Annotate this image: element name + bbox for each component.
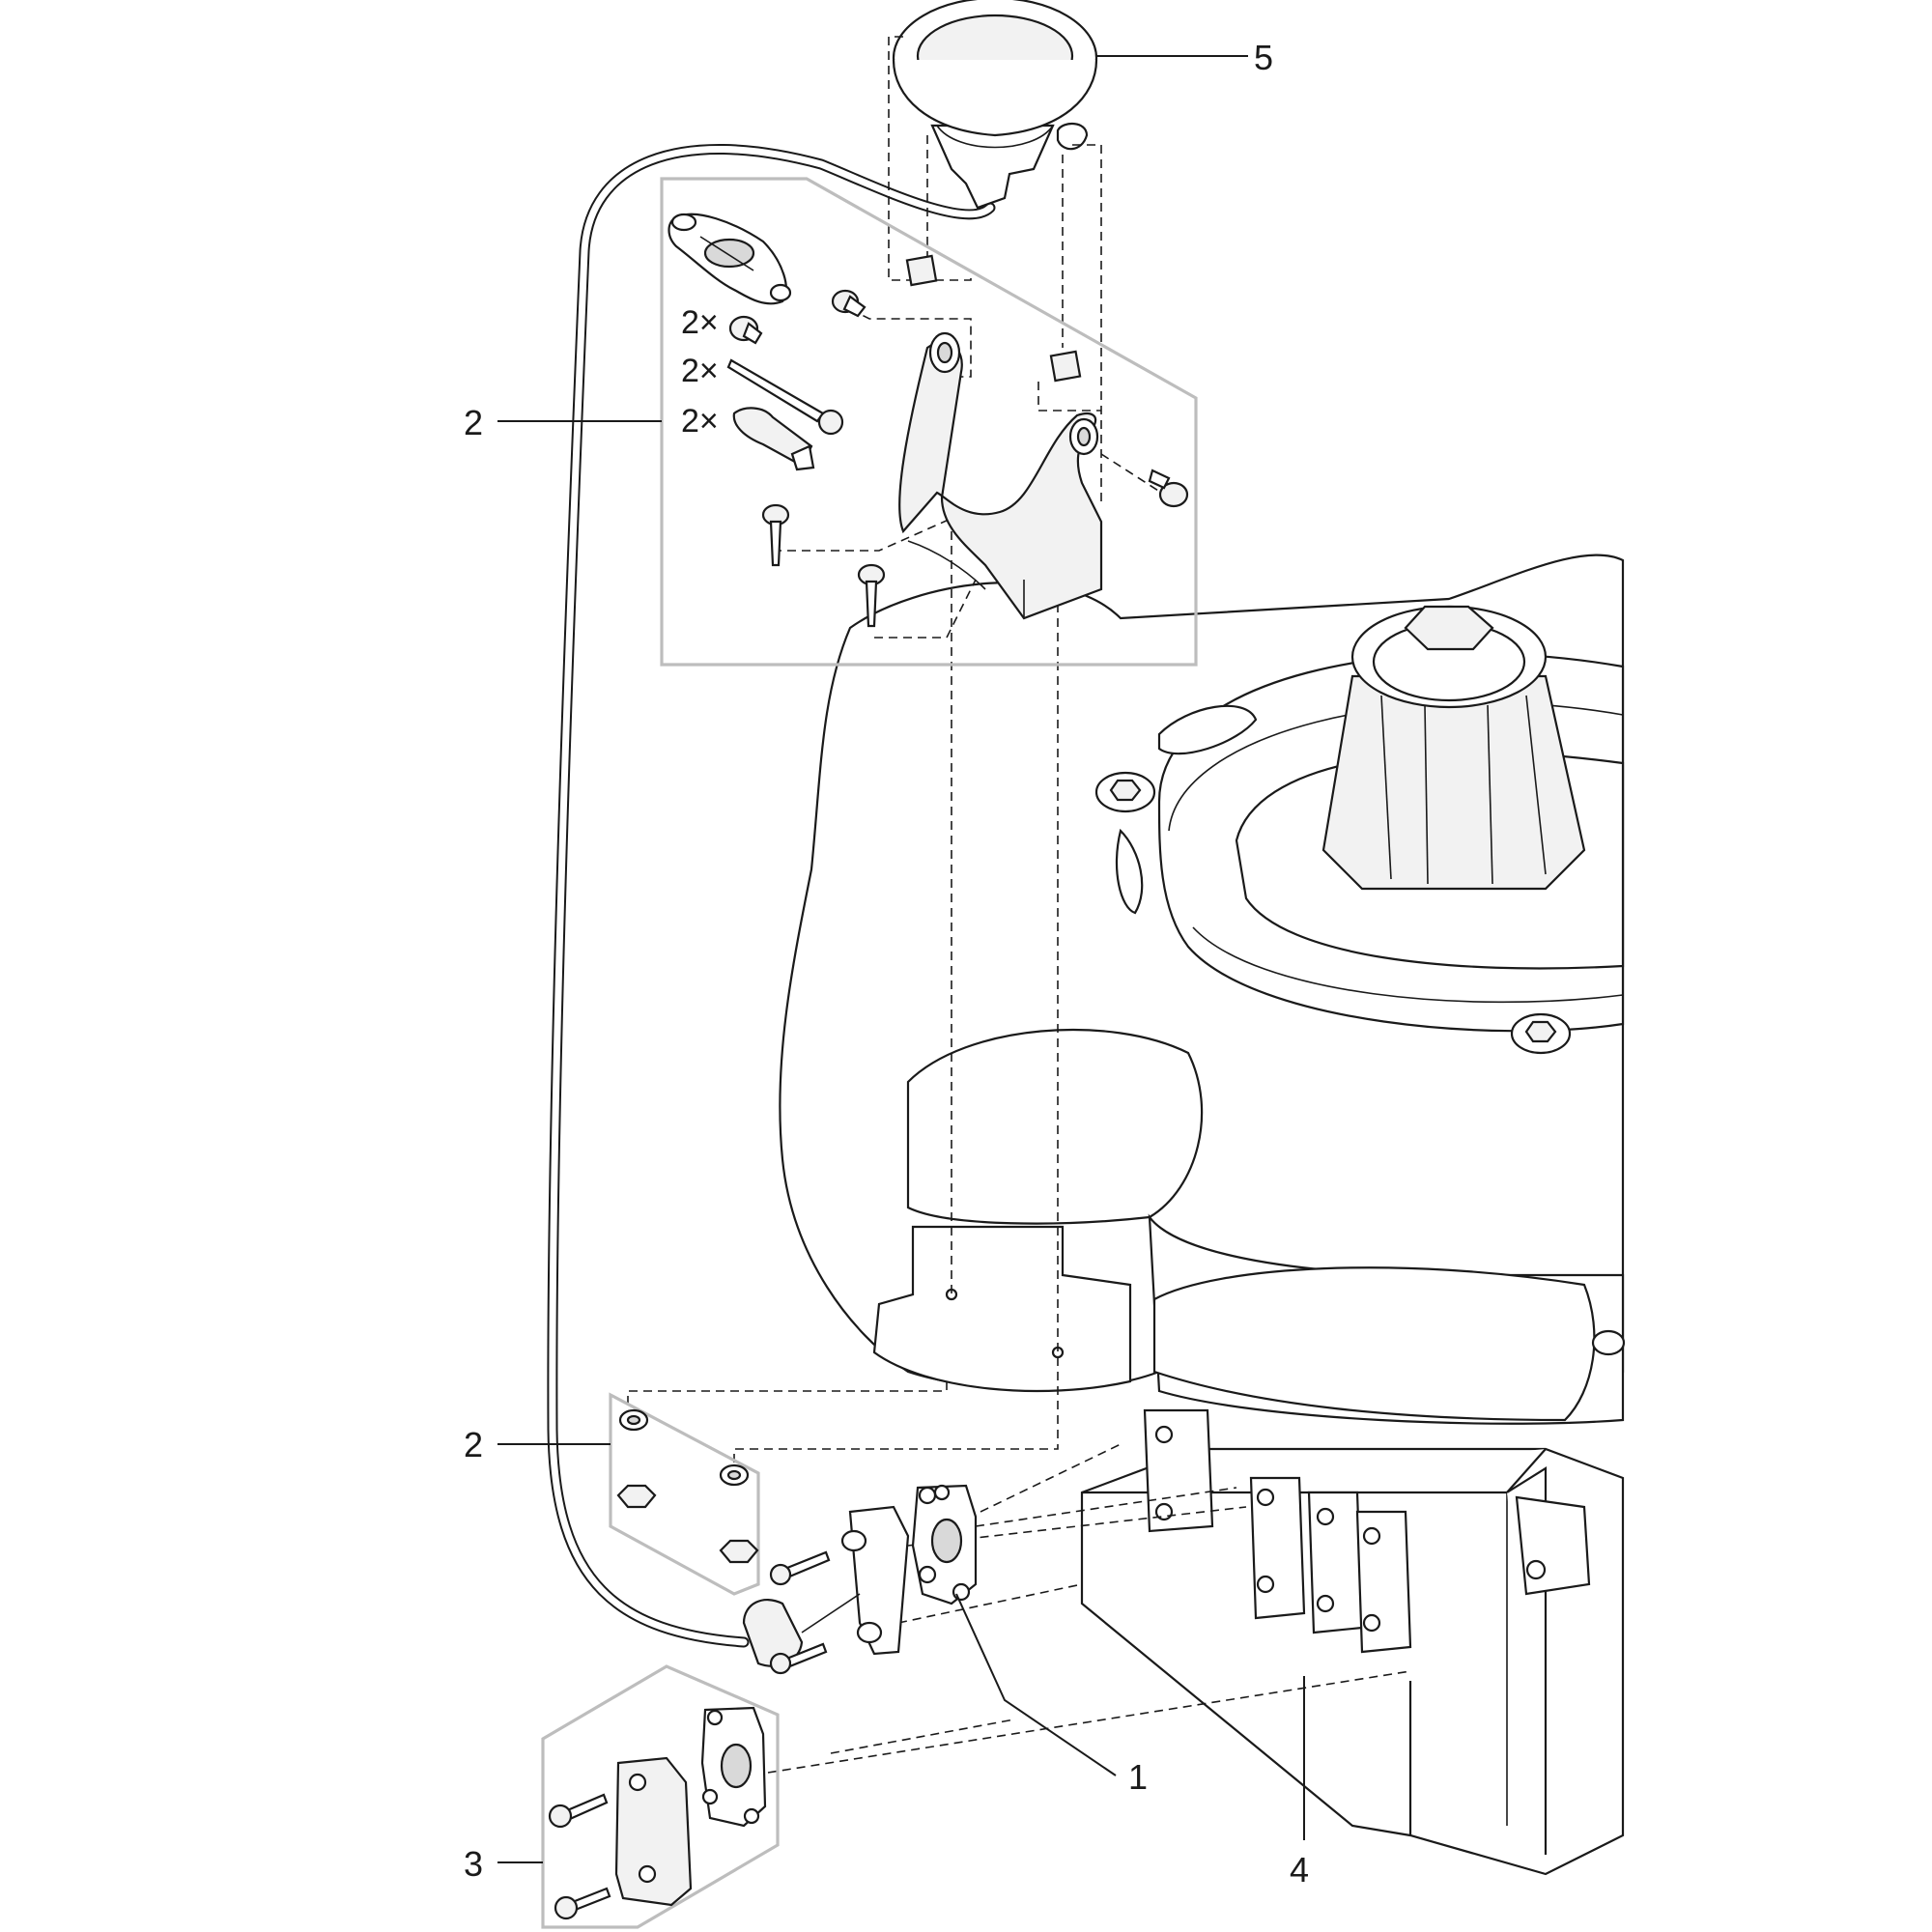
hex-nut-icon [719, 1539, 759, 1564]
callout-leaders [497, 55, 1305, 1863]
qty-label-wall-plug: 2× [681, 403, 719, 440]
connector-assembly [742, 1484, 978, 1675]
group-3 [541, 1664, 780, 1929]
cover-block [614, 1756, 693, 1907]
sensor-cable [547, 143, 996, 1648]
screw-icon [548, 1793, 609, 1829]
bracket [898, 331, 1103, 620]
wall-plug-icon [732, 407, 815, 471]
callout-3: 3 [464, 1844, 483, 1884]
qty-label-long-screw: 2× [681, 353, 719, 389]
washer-icon [618, 1408, 649, 1432]
qty-label-small-screw: 2× [681, 304, 719, 341]
leader-1 [955, 1593, 1117, 1776]
battery-unit [1080, 1408, 1625, 1876]
callout-2-lower: 2 [464, 1425, 483, 1464]
plug-icon [700, 1706, 767, 1828]
small-screw-icon [831, 289, 867, 318]
callout-5: 5 [1254, 38, 1273, 77]
long-screw-icon [726, 358, 844, 436]
phillips-screw-icon [857, 563, 886, 628]
mower-housing [779, 554, 1626, 1425]
washer-icon [719, 1463, 750, 1487]
hex-nut-icon [616, 1484, 657, 1509]
small-screw-icon [728, 315, 763, 345]
screw-icon [554, 1887, 611, 1920]
callout-2-upper: 2 [464, 403, 483, 442]
phillips-screw-icon [761, 503, 790, 567]
terminal-block [1143, 1408, 1412, 1654]
group-2-upper: 2× 2× 2× [660, 177, 1198, 667]
callout-1: 1 [1128, 1757, 1148, 1797]
callout-4: 4 [1290, 1850, 1309, 1889]
bracket-screw-icon [1148, 469, 1189, 508]
group-2-lower [609, 1392, 760, 1596]
sensor-head [892, 0, 1098, 210]
mount-plate [668, 213, 792, 305]
